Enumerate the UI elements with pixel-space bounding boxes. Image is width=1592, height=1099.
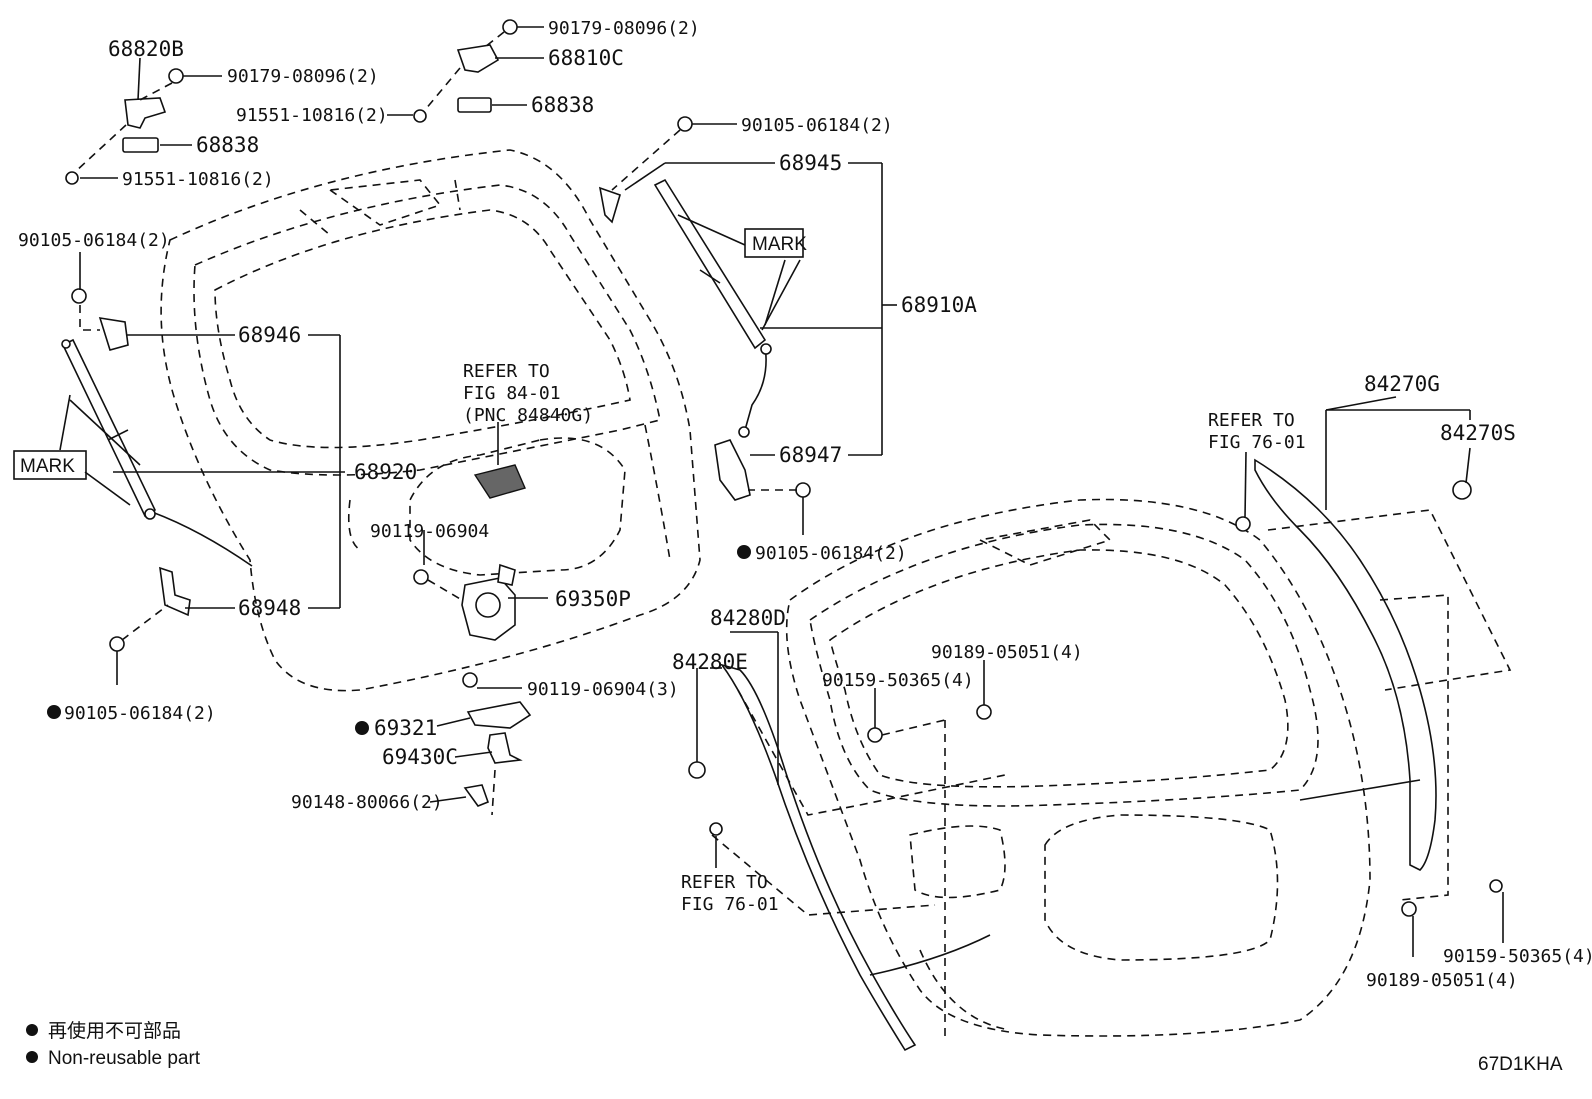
nonreusable-dot-69321: [355, 721, 369, 735]
label-69350p: 69350P: [555, 587, 631, 611]
left-back-door: [160, 149, 701, 692]
label-68945: 68945: [779, 151, 842, 175]
hinge-68810c: [413, 19, 518, 123]
ref3-line2: FIG 76-01: [1208, 432, 1306, 453]
label-90105-mid: 90105-06184(2): [755, 543, 907, 564]
nonreusable-dot-90105-mid: [737, 545, 751, 559]
mark-left-text: MARK: [20, 456, 75, 477]
ref2-line2: FIG 76-01: [681, 894, 779, 915]
bracket-68948: [109, 566, 191, 685]
mark-box-right: [744, 228, 804, 258]
legend-dot-jp: [26, 1024, 38, 1036]
strut-68920: [61, 288, 253, 567]
weatherstrip-84280: [688, 663, 1006, 1052]
label-90189-a: 90189-05051(4): [931, 642, 1083, 663]
ref2-line1: REFER TO: [681, 872, 768, 893]
mark-box-left: [13, 450, 87, 480]
label-68810c: 68810C: [548, 46, 624, 70]
hinge-68820b: [65, 68, 184, 185]
label-90119-b: 90119-06904(3): [527, 679, 679, 700]
right-back-door: [785, 498, 1371, 1037]
ref1-line2: FIG 84-01: [463, 383, 561, 404]
leader-lines: [59, 26, 1504, 957]
label-84270g: 84270G: [1364, 372, 1440, 396]
label-91551-b: 91551-10816(2): [122, 169, 274, 190]
label-68910a: 68910A: [901, 293, 977, 317]
label-68948: 68948: [238, 596, 301, 620]
legend-dot-en: [26, 1051, 38, 1063]
label-90119-a: 90119-06904: [370, 521, 489, 542]
lock-69350p: [413, 530, 516, 688]
label-90179-b: 90179-08096(2): [548, 18, 700, 39]
label-90105-bl: 90105-06184(2): [64, 703, 216, 724]
label-68920: 68920: [354, 460, 417, 484]
label-84270s: 84270S: [1440, 421, 1516, 445]
label-90148: 90148-80066(2): [291, 792, 443, 813]
ref1-line1: REFER TO: [463, 361, 550, 382]
label-68947: 68947: [779, 443, 842, 467]
legend-non-reusable: Non-reusable part: [48, 1048, 201, 1069]
label-84280d: 84280D: [710, 606, 786, 630]
weatherstrip-84270: [1235, 458, 1512, 917]
nonreusable-dot-90105-bl: [47, 705, 61, 719]
label-68838-a: 68838: [196, 133, 259, 157]
ref3-line1: REFER TO: [1208, 410, 1295, 431]
bracket-68947: [714, 439, 811, 535]
label-69321: 69321: [374, 716, 437, 740]
strut-68945: [598, 116, 772, 438]
label-90159-a: 90159-50365(4): [822, 670, 974, 691]
mark-right-text: MARK: [752, 234, 807, 255]
label-68946: 68946: [238, 323, 301, 347]
center-fasteners: [867, 660, 992, 1040]
label-91551-a: 91551-10816(2): [236, 105, 388, 126]
lower-parts: [463, 701, 532, 816]
ref1-line3: (PNC 84840G): [463, 405, 593, 426]
handle-84840g: [473, 422, 526, 499]
label-90179-a: 90179-08096(2): [227, 66, 379, 87]
diagram-code: 67D1KHA: [1478, 1054, 1563, 1075]
label-69430c: 69430C: [382, 745, 458, 769]
legend-japanese: 再使用不可部品: [48, 1020, 181, 1042]
label-90159-b: 90159-50365(4): [1443, 946, 1592, 967]
label-90105-left: 90105-06184(2): [18, 230, 170, 251]
label-90189-b: 90189-05051(4): [1366, 970, 1518, 991]
label-90105-top: 90105-06184(2): [741, 115, 893, 136]
label-84280e: 84280E: [672, 650, 748, 674]
label-68820b: 68820B: [108, 37, 184, 61]
label-68838-b: 68838: [531, 93, 594, 117]
